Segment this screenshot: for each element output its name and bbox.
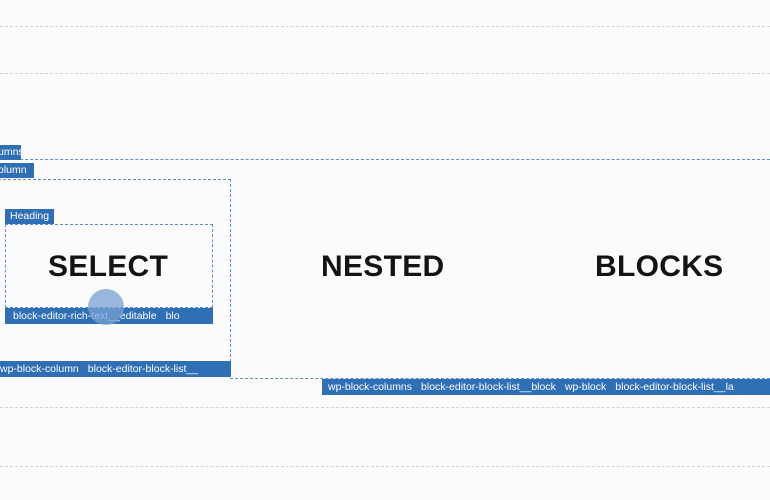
column-class-name: wp-block-column [0,363,79,375]
block-guide-line [0,26,770,27]
column-class-name: block-editor-block-list__ [87,363,199,375]
block-guide-line [0,407,770,408]
columns-class-name: block-editor-block-list__block [421,381,556,393]
heading-block-label[interactable]: Heading [5,209,55,224]
columns-block-label[interactable]: umns [0,145,21,160]
heading-nested[interactable]: NESTED [321,250,445,283]
columns-block-outline-bottom [230,378,770,379]
columns-class-name: wp-block [564,381,607,393]
block-guide-line [0,73,770,74]
column-class-bar: wp-block-column block-editor-block-list__ [0,361,231,377]
columns-class-bar: wp-block-columns block-editor-block-list_… [322,379,770,395]
columns-block-outline-top [0,159,770,160]
heading-class-name: blo [165,310,180,322]
columns-class-name: wp-block-columns [328,381,413,393]
click-indicator [88,289,124,325]
columns-class-name: block-editor-block-list__la [615,381,734,393]
heading-blocks[interactable]: BLOCKS [595,250,724,283]
block-guide-line [0,466,770,467]
column-block-label[interactable]: olumn [0,163,34,178]
heading-class-name: block-editor-rich-text__editable [13,310,157,322]
heading-select[interactable]: SELECT [48,250,169,283]
